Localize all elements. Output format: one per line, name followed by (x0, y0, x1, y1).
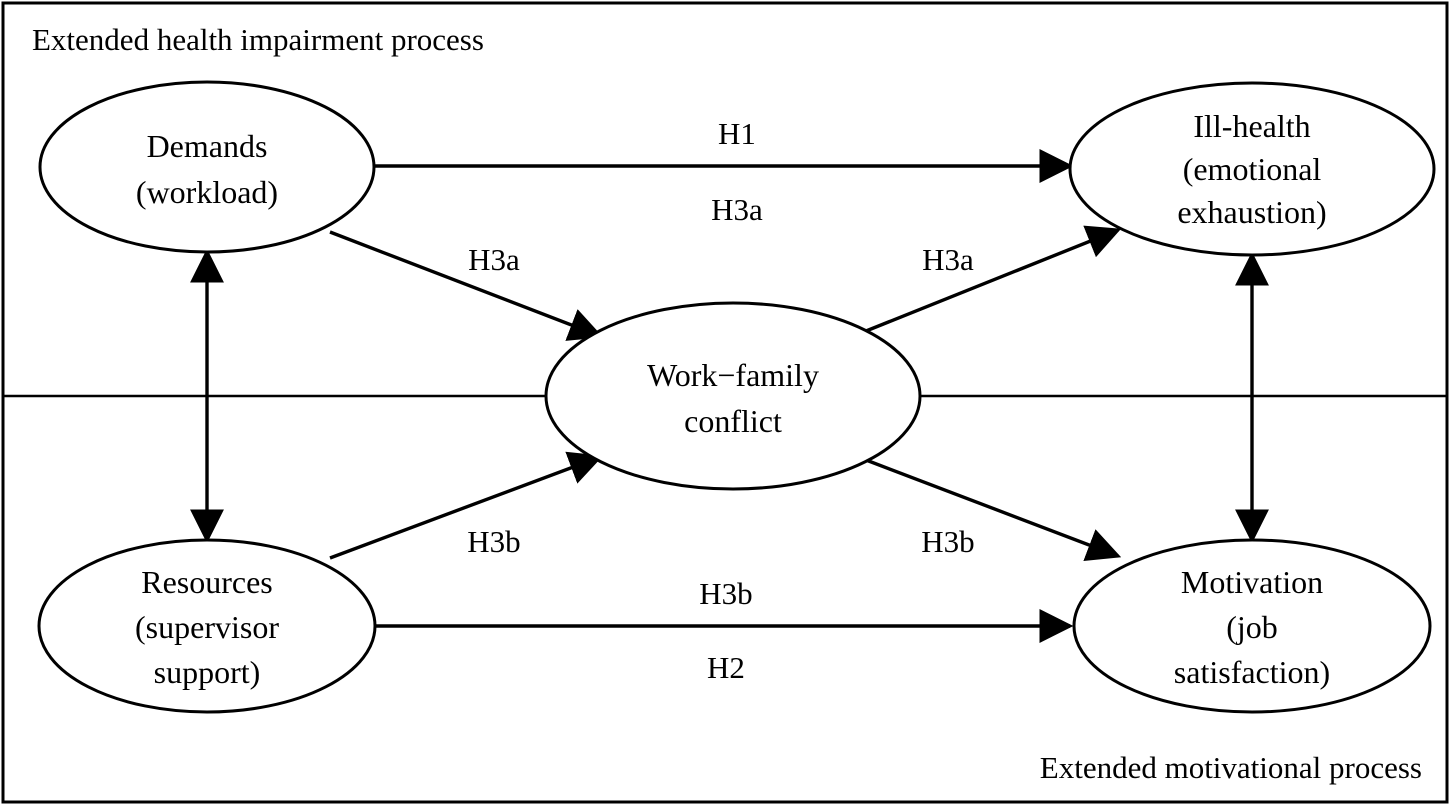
demands-sublabel: (workload) (136, 174, 278, 210)
arrow-demands-to-wfc (329, 230, 604, 341)
resources-sublabel-2: support) (154, 654, 261, 690)
label-h3b-direct: H3b (699, 576, 752, 611)
label-h3a-wfc-illhealth: H3a (922, 242, 974, 277)
demands-ellipse (38, 80, 376, 254)
resources-sublabel-1: (supervisor (135, 609, 279, 645)
node-resources: Resources (supervisor support) (37, 538, 377, 714)
arrow-wfc-to-illhealth (865, 225, 1122, 333)
health-impairment-title: Extended health impairment process (32, 22, 484, 57)
motivation-label: Motivation (1181, 564, 1323, 600)
label-h3b-resources-wfc: H3b (467, 524, 520, 559)
ill-health-sublabel-2: exhaustion) (1177, 194, 1326, 230)
demands-label: Demands (147, 128, 268, 164)
motivation-sublabel-2: satisfaction) (1174, 654, 1330, 690)
motivational-process-title: Extended motivational process (1040, 750, 1422, 785)
node-motivation: Motivation (job satisfaction) (1072, 538, 1432, 714)
label-h2: H2 (707, 650, 745, 685)
motivation-ellipse (1072, 538, 1432, 714)
ill-health-sublabel-1: (emotional (1183, 151, 1322, 187)
resources-ellipse (37, 538, 377, 714)
label-h3a-demands-wfc: H3a (468, 242, 520, 277)
node-work-family-conflict: Work−family conflict (544, 301, 922, 491)
resources-label: Resources (141, 564, 273, 600)
ill-health-label: Ill-health (1193, 108, 1310, 144)
label-h3a-direct: H3a (711, 192, 763, 227)
node-demands: Demands (workload) (38, 80, 376, 254)
wfc-sublabel: conflict (684, 403, 782, 439)
motivation-sublabel-1: (job (1226, 609, 1278, 645)
label-h3b-wfc-motivation: H3b (921, 524, 974, 559)
wfc-label: Work−family (647, 357, 819, 393)
arrow-resources-to-wfc (329, 451, 604, 560)
arrow-wfc-to-motivation (865, 458, 1122, 561)
label-h1: H1 (718, 116, 756, 151)
ill-health-ellipse (1068, 81, 1436, 257)
node-ill-health: Ill-health (emotional exhaustion) (1068, 81, 1436, 257)
wfc-ellipse (544, 301, 922, 491)
